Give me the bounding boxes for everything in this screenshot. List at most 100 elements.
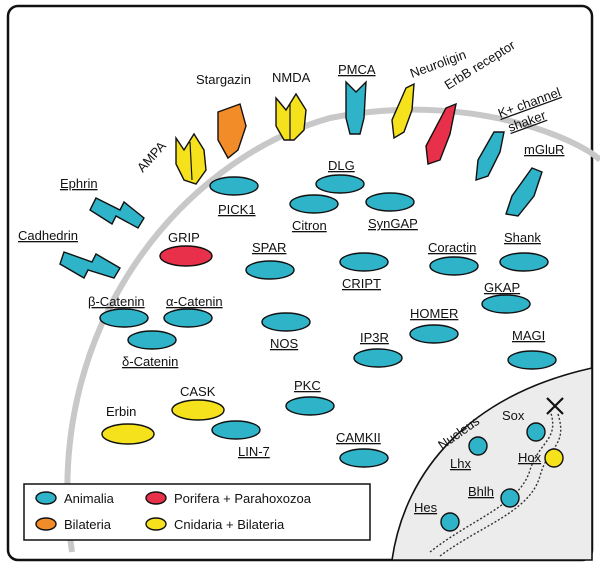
- factor-sox: Sox: [502, 408, 546, 442]
- protein-cript-ellipse: [339, 252, 389, 272]
- label-homer: HOMER: [410, 306, 458, 321]
- legend-label-porifera: Porifera + Parahoxozoa: [174, 491, 312, 506]
- legend-label-cnidaria: Cnidaria + Bilateria: [174, 517, 285, 532]
- receptor-stargazin: Stargazin: [196, 72, 251, 160]
- label-beta-catenin: β-Catenin: [88, 294, 145, 309]
- label-stargazin: Stargazin: [196, 72, 251, 87]
- receptor-nmda-shape: [275, 92, 307, 141]
- protein-alpha-catenin-ellipse: [163, 308, 213, 328]
- receptor-pmca: PMCA: [338, 62, 376, 135]
- label-ephrin: Ephrin: [60, 176, 98, 191]
- protein-homer-ellipse: [409, 324, 459, 344]
- protein-ip3r: IP3R: [353, 330, 403, 368]
- label-bhlh: Bhlh: [468, 484, 494, 499]
- legend: Animalia Porifera + Parahoxozoa Bilateri…: [23, 483, 371, 541]
- protein-grip-ellipse: [159, 245, 213, 267]
- label-gkap: GKAP: [484, 280, 520, 295]
- legend-item-porifera: Porifera + Parahoxozoa: [145, 491, 312, 506]
- receptor-mglur-shape: [505, 167, 543, 217]
- receptor-k-channel-shape: [475, 131, 505, 182]
- factor-lhx: Lhx: [450, 436, 488, 471]
- protein-pick1-ellipse: [209, 176, 259, 196]
- protein-magi: MAGI: [507, 328, 557, 370]
- protein-nos: NOS: [261, 312, 311, 351]
- label-spar: SPAR: [252, 240, 286, 255]
- label-camkii: CAMKII: [336, 430, 381, 445]
- factor-bhlh-circle: [500, 488, 520, 508]
- label-nmda: NMDA: [272, 70, 311, 85]
- protein-alpha-catenin: α-Catenin: [163, 294, 223, 328]
- label-ip3r: IP3R: [360, 330, 389, 345]
- receptor-neuroligin-shape: [391, 82, 415, 140]
- protein-delta-catenin: δ-Catenin: [122, 330, 178, 369]
- label-pkc: PKC: [294, 378, 321, 393]
- label-grip: GRIP: [168, 230, 200, 245]
- label-lin7: LIN-7: [238, 444, 270, 459]
- protein-spar-ellipse: [245, 260, 295, 280]
- protein-syngap-ellipse: [365, 192, 415, 212]
- label-delta-catenin: δ-Catenin: [122, 354, 178, 369]
- protein-nos-ellipse: [261, 312, 311, 332]
- label-citron: Citron: [292, 218, 327, 233]
- label-alpha-catenin: α-Catenin: [166, 294, 223, 309]
- protein-beta-catenin-ellipse: [99, 308, 149, 328]
- factor-sox-circle: [526, 422, 546, 442]
- label-cript: CRIPT: [342, 276, 381, 291]
- protein-dlg-ellipse: [315, 174, 365, 194]
- label-cadhedrin: Cadhedrin: [18, 228, 78, 243]
- label-nos: NOS: [270, 336, 299, 351]
- protein-citron-ellipse: [289, 194, 339, 214]
- protein-cask: CASK: [171, 384, 225, 421]
- label-hes: Hes: [414, 500, 438, 515]
- factor-bhlh: Bhlh: [468, 484, 520, 508]
- protein-magi-ellipse: [507, 350, 557, 370]
- nucleus: [391, 367, 593, 561]
- protein-lin7: LIN-7: [211, 420, 270, 459]
- factor-hes: Hes: [414, 500, 460, 532]
- factor-lhx-circle: [468, 436, 488, 456]
- protein-pick1: PICK1: [209, 176, 259, 217]
- protein-cask-ellipse: [171, 399, 225, 421]
- label-pmca: PMCA: [338, 62, 376, 77]
- protein-camkii: CAMKII: [336, 430, 389, 468]
- label-mglur: mGluR: [524, 142, 564, 157]
- protein-syngap: SynGAP: [365, 192, 418, 231]
- label-shank: Shank: [504, 230, 541, 245]
- legend-swatch-porifera: [145, 491, 167, 505]
- protein-shank-ellipse: [499, 252, 549, 272]
- legend-swatch-cnidaria: [145, 517, 167, 531]
- label-magi: MAGI: [512, 328, 545, 343]
- protein-lin7-ellipse: [211, 420, 261, 440]
- protein-grip: GRIP: [159, 230, 213, 267]
- protein-gkap: GKAP: [481, 280, 531, 314]
- label-lhx: Lhx: [450, 456, 471, 471]
- label-hox: Hox: [518, 450, 542, 465]
- legend-item-cnidaria: Cnidaria + Bilateria: [145, 517, 285, 532]
- protein-dlg: DLG: [315, 158, 365, 194]
- protein-pkc: PKC: [285, 378, 335, 416]
- protein-homer: HOMER: [409, 306, 459, 344]
- receptor-pmca-shape: [345, 80, 367, 135]
- legend-box: [23, 483, 371, 541]
- receptor-erbb-shape: [425, 102, 457, 165]
- factor-hox: Hox: [518, 448, 564, 468]
- label-coractin: Coractin: [428, 240, 476, 255]
- protein-beta-catenin: β-Catenin: [88, 294, 149, 328]
- label-erbin: Erbin: [106, 404, 136, 419]
- label-pick1: PICK1: [218, 202, 256, 217]
- protein-cript: CRIPT: [339, 252, 389, 291]
- receptor-nmda: NMDA: [272, 70, 311, 141]
- receptor-cadhedrin-shape: [59, 251, 121, 279]
- receptor-mglur: mGluR: [505, 142, 564, 217]
- factor-hes-circle: [440, 512, 460, 532]
- label-cask: CASK: [180, 384, 216, 399]
- label-sox: Sox: [502, 408, 525, 423]
- protein-spar: SPAR: [245, 240, 295, 280]
- protein-erbin: Erbin: [101, 404, 155, 445]
- ampa-divider: [189, 141, 193, 181]
- chromosome-icon: [546, 397, 564, 415]
- protein-coractin: Coractin: [428, 240, 479, 276]
- label-syngap: SynGAP: [368, 216, 418, 231]
- protein-coractin-ellipse: [429, 256, 479, 276]
